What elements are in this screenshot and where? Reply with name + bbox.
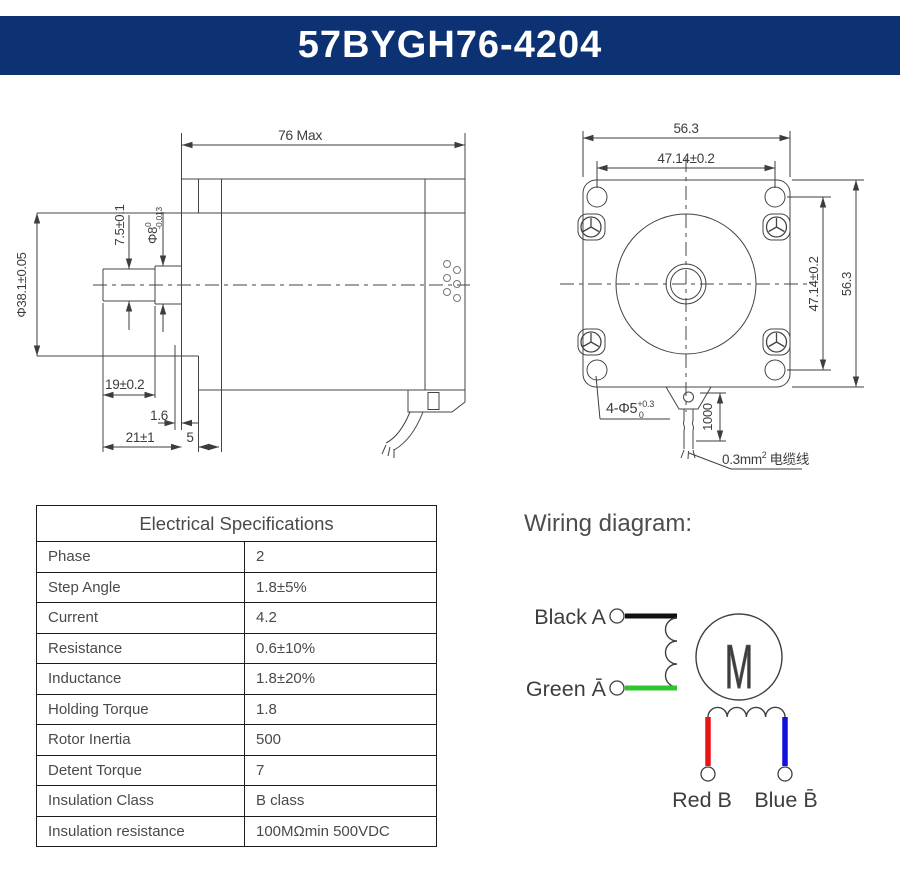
- front-center-lines: [560, 158, 813, 412]
- terminal-black-a: [609, 608, 625, 624]
- label-black-a: Black A: [534, 605, 606, 629]
- wiring-diagram: M Black A Green Ā Red B Blue B̄: [526, 605, 818, 812]
- side-dimension-lines: [33, 141, 465, 451]
- motor-symbol: M: [725, 632, 753, 701]
- dim-cable-len-label: 1000: [700, 403, 715, 431]
- terminal-blue-b: [777, 766, 793, 782]
- dim-shaft-len-label: 19±0.2: [105, 377, 144, 392]
- svg-text:Φ80-0.013: Φ80-0.013: [143, 207, 164, 244]
- dim-boss-depth-label: 1.6: [150, 408, 168, 423]
- dim-hole-span-h-label: 47.14±0.2: [657, 151, 714, 166]
- coil-b-icon: [707, 706, 786, 718]
- label-blue-b: Blue B̄: [754, 788, 817, 812]
- screw-head-icons: [580, 216, 788, 353]
- terminal-red-b: [700, 766, 716, 782]
- dim-length-label: 76 Max: [278, 127, 322, 143]
- wiring-diagram-heading: Wiring diagram:: [524, 510, 693, 537]
- title-bar: 57BYGH76-4204: [0, 16, 900, 75]
- dim-shaft-total-label: 21±1: [126, 430, 155, 445]
- front-dimension-lines: [582, 131, 864, 470]
- label-red-b: Red B: [672, 788, 732, 812]
- motor-front-outline: [577, 179, 791, 460]
- dim-boss-dia-label: Φ38.1±0.05: [15, 252, 29, 317]
- dim-width-label: 56.3: [673, 121, 698, 136]
- dim-hole-span-v-label: 47.14±0.2: [806, 256, 821, 311]
- motor-side-outline: [37, 133, 470, 458]
- dim-shaft-flat-label: 7.5±0.1: [112, 204, 127, 245]
- front-view-drawing: 56.3 47.14±0.2 47.14±0.2 56.3 1000 4-Φ5+…: [560, 121, 864, 470]
- connector-pins-icon: [443, 260, 461, 302]
- table-title: Electrical Specifications: [36, 505, 437, 542]
- dim-shaft-dia-label: Φ80-0.013: [143, 207, 164, 244]
- dim-height-label: 56.3: [839, 272, 854, 296]
- page-title: 57BYGH76-4204: [297, 24, 603, 66]
- motor-circle-icon: [695, 613, 783, 701]
- side-view-drawing: 76 Max Φ38.1±0.05 7.5±0.1 Φ80-0.013 19±0…: [15, 127, 470, 458]
- dim-flange-thk-label: 5: [186, 430, 193, 445]
- terminal-green-a: [609, 680, 625, 696]
- coil-a-icon: [664, 617, 678, 688]
- label-green-a: Green Ā: [526, 677, 607, 701]
